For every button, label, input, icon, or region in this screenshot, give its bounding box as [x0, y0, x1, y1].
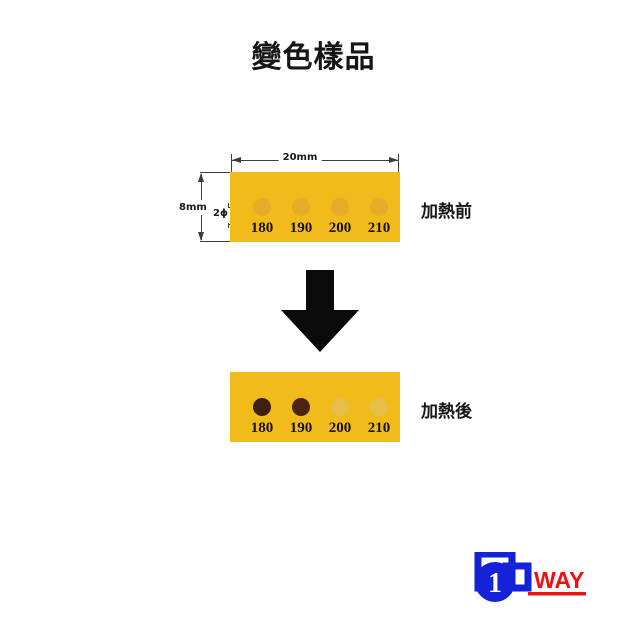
- diameter-tick-bottom: [228, 223, 229, 228]
- label-strip-before: 180 190 200 210: [230, 172, 400, 242]
- logo-wordmark: WAY: [534, 567, 584, 593]
- caption-before-heating: 加熱前: [421, 202, 472, 222]
- dot-label-180-after: 180: [250, 420, 274, 436]
- caption-after-heating: 加熱後: [421, 402, 472, 422]
- extension-line-top: [200, 172, 230, 173]
- width-arrow-right-icon: [389, 157, 398, 163]
- dot-label-190-before: 190: [289, 220, 313, 236]
- dot-label-210-before: 210: [367, 220, 391, 236]
- indicator-dot-190-after: [292, 398, 310, 416]
- brand-logo: 1 WAY: [474, 552, 586, 602]
- indicator-dot-180-after: [253, 398, 271, 416]
- extension-line-bottom: [200, 241, 230, 242]
- page-title: 變色樣品: [251, 40, 376, 75]
- dot-label-180-before: 180: [250, 220, 274, 236]
- dot-label-190-after: 190: [289, 420, 313, 436]
- height-arrow-top-icon: [198, 173, 204, 182]
- logo-numeral: 1: [488, 568, 502, 599]
- diameter-tick-top: [228, 203, 229, 208]
- dot-label-200-before: 200: [328, 220, 352, 236]
- height-arrow-bottom-icon: [198, 232, 204, 241]
- down-arrow-icon: [281, 270, 359, 352]
- width-arrow-left-icon: [232, 157, 241, 163]
- dot-label-200-after: 200: [328, 420, 352, 436]
- extension-line-left: [231, 154, 232, 172]
- indicator-dot-180-before: [253, 198, 271, 216]
- label-strip-after: 180 190 200 210: [230, 372, 400, 442]
- dot-label-210-after: 210: [367, 420, 391, 436]
- width-dimension-label: 20mm: [278, 152, 322, 163]
- indicator-dot-210-before: [370, 198, 388, 216]
- indicator-dot-200-before: [331, 198, 349, 216]
- extension-line-right: [398, 154, 399, 172]
- height-dimension-label: 8mm: [178, 200, 208, 215]
- indicator-dot-200-after: [331, 398, 349, 416]
- indicator-dot-210-after: [370, 398, 388, 416]
- diameter-label: 2ϕ: [212, 208, 229, 219]
- indicator-dot-190-before: [292, 198, 310, 216]
